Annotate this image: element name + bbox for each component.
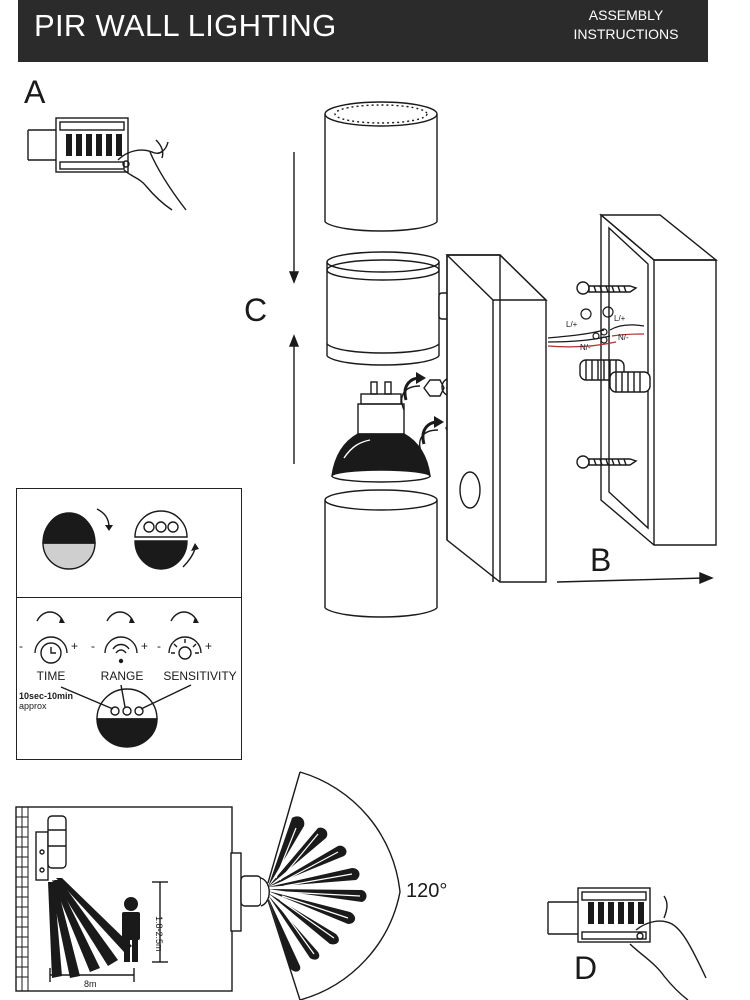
breaker-switch-on-icon (547, 887, 707, 1000)
sensitivity-label: SENSITIVITY (163, 669, 237, 683)
sensitivity-minus: - (157, 639, 161, 653)
detection-fan-top-view (230, 771, 401, 1000)
time-plus: + (71, 639, 79, 653)
time-knob-icon (34, 611, 68, 664)
range-label: RANGE (100, 669, 144, 683)
panel-divider (17, 597, 241, 598)
range-distance-label: 8m (84, 979, 97, 989)
approx-note: approx (19, 701, 47, 711)
time-minus: - (19, 639, 23, 653)
sensor-adjustment-panel: - + - + - + TIME RANGE SENSITIVITY 10sec… (16, 488, 242, 760)
arrow-right-icon (556, 571, 714, 585)
range-minus: - (91, 639, 95, 653)
breaker-switch-off-icon (27, 117, 187, 211)
range-knob-icon (104, 611, 138, 664)
sensor-control-module (60, 684, 192, 748)
header-bar: PIR WALL LIGHTING ASSEMBLY INSTRUCTIONS (18, 0, 708, 62)
sensitivity-plus: + (205, 639, 213, 653)
bottom-glass-cylinder (324, 489, 438, 618)
live-label-right: L/+ (614, 314, 626, 323)
page-title: PIR WALL LIGHTING (34, 8, 337, 43)
screw-icon (576, 281, 638, 295)
step-b-label: B (590, 542, 612, 578)
wall-mount-plate (547, 213, 718, 546)
gu10-bulb (331, 381, 431, 483)
top-glass-cylinder (324, 101, 438, 232)
wall-backplate (445, 254, 548, 583)
neutral-label-left: N/- (580, 343, 591, 352)
sensor-cover-open-icon (134, 510, 188, 570)
person-icon (122, 897, 140, 962)
room-side-view (15, 806, 233, 992)
subtitle-line-1: ASSEMBLY (588, 7, 664, 23)
screw-icon (576, 455, 638, 469)
assembly-instructions-label: ASSEMBLY INSTRUCTIONS (566, 6, 686, 44)
neutral-label-right: N/- (618, 333, 629, 342)
mount-height-label: 1.8-2.5m (154, 916, 164, 952)
rotate-arrow-icon (401, 372, 444, 455)
live-label-left: L/+ (566, 320, 578, 329)
arrow-down-icon (288, 152, 300, 284)
time-range-note: 10sec-10min (19, 691, 74, 701)
subtitle-line-2: INSTRUCTIONS (573, 26, 679, 42)
wires (547, 306, 645, 348)
step-d-label: D (574, 950, 598, 986)
time-label: TIME (36, 669, 66, 683)
sensitivity-knob-icon (168, 611, 202, 660)
sensor-cover-diagram (34, 508, 202, 748)
range-plus: + (141, 639, 149, 653)
step-a-label: A (24, 74, 46, 110)
arrow-up-icon (288, 334, 300, 464)
detection-angle-label: 120° (406, 880, 448, 902)
step-c-label: C (244, 292, 268, 328)
wall-plug-icon (579, 359, 651, 393)
sensor-cover-closed-icon (42, 512, 96, 570)
